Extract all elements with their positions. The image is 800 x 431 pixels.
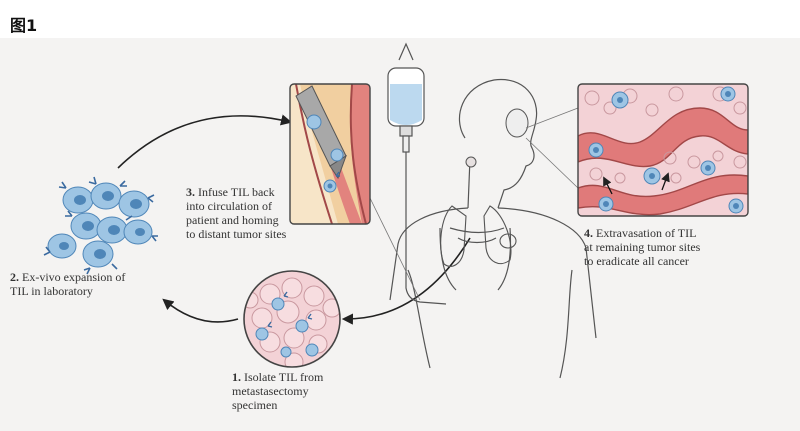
iv-tubing — [405, 152, 447, 305]
step-2-line-2: TIL in laboratory — [10, 284, 93, 298]
step-4-label: 4. Extravasation of TIL at remaining tum… — [584, 226, 700, 268]
patient-figure — [389, 78, 597, 379]
step-3-line-3: patient and homing — [186, 213, 279, 227]
vessel-infusion-inset — [290, 84, 370, 224]
step-1-line-2: metastasectomy — [232, 384, 309, 398]
tumor-site-neck — [465, 156, 477, 168]
til-therapy-illustration — [43, 42, 749, 379]
right-lung — [483, 205, 512, 265]
tumor-site-lung — [499, 233, 517, 249]
step-1-line-1: Isolate TIL from — [244, 370, 324, 384]
step-1-label: 1. Isolate TIL from metastasectomy speci… — [232, 370, 323, 412]
tumor-specimen-circle — [244, 271, 340, 367]
arrow-patient-to-isolation — [341, 237, 471, 325]
arrow-isolation-to-expansion — [162, 298, 239, 323]
step-4-line-3: to eradicate all cancer — [584, 254, 689, 268]
iv-bag — [387, 42, 425, 153]
leader-line-infusion — [369, 197, 421, 301]
step-4-line-2: at remaining tumor sites — [584, 240, 701, 254]
figure-label: 图1 — [10, 16, 38, 35]
tumor-site-head — [505, 108, 529, 138]
step-4-line-1: Extravasation of TIL — [596, 226, 697, 240]
step-2-number: 2. — [10, 270, 19, 284]
step-4-number: 4. — [584, 226, 593, 240]
step-3-line-2: into circulation of — [186, 199, 272, 213]
leader-line-tumor-sites-2 — [525, 137, 579, 189]
left-lung — [440, 205, 467, 267]
step-3-label: 3. Infuse TIL back into circulation of p… — [186, 185, 286, 241]
step-3-number: 3. — [186, 185, 195, 199]
step-3-line-1: Infuse TIL back — [198, 185, 275, 199]
step-1-number: 1. — [232, 370, 241, 384]
step-3-line-4: to distant tumor sites — [186, 227, 287, 241]
leader-line-tumor-sites — [525, 107, 579, 129]
step-2-label: 2. Ex-vivo expansion of TIL in laborator… — [10, 270, 125, 298]
expanded-til-cluster — [43, 176, 158, 275]
tumor-extravasation-inset — [578, 84, 748, 216]
step-1-line-3: specimen — [232, 398, 278, 412]
step-2-line-1: Ex-vivo expansion of — [22, 270, 126, 284]
arrow-expansion-to-infusion — [117, 114, 293, 169]
